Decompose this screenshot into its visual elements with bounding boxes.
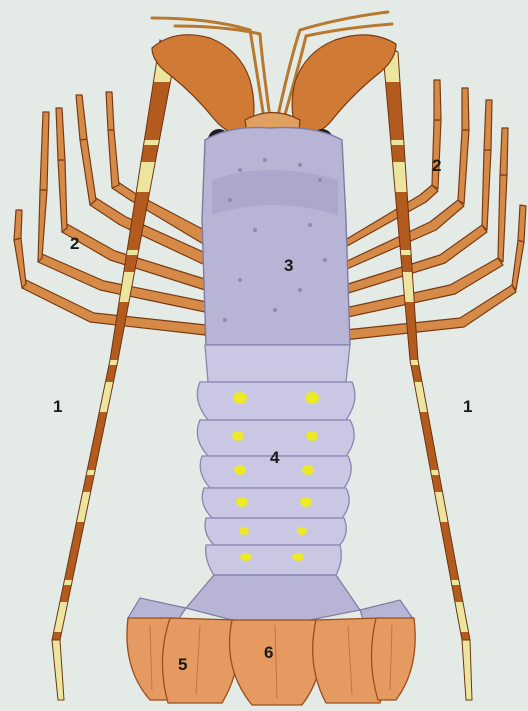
- uropod-left-inner: [162, 618, 238, 703]
- label-carapace: 3: [284, 256, 293, 276]
- uropod-right-outer: [371, 618, 415, 700]
- label-legs-right: 2: [432, 156, 441, 176]
- label-abdomen: 4: [270, 448, 279, 468]
- label-legs-left: 2: [70, 234, 79, 254]
- label-antenna-right: 1: [463, 397, 472, 417]
- walking-legs-left: [14, 92, 210, 335]
- label-uropod: 5: [178, 655, 187, 675]
- label-antenna-left: 1: [53, 397, 62, 417]
- label-telson: 6: [264, 643, 273, 663]
- antenna-bases: [152, 35, 396, 140]
- carapace: [202, 128, 350, 346]
- walking-legs-right: [340, 80, 526, 340]
- tail-fan-base: [128, 575, 414, 622]
